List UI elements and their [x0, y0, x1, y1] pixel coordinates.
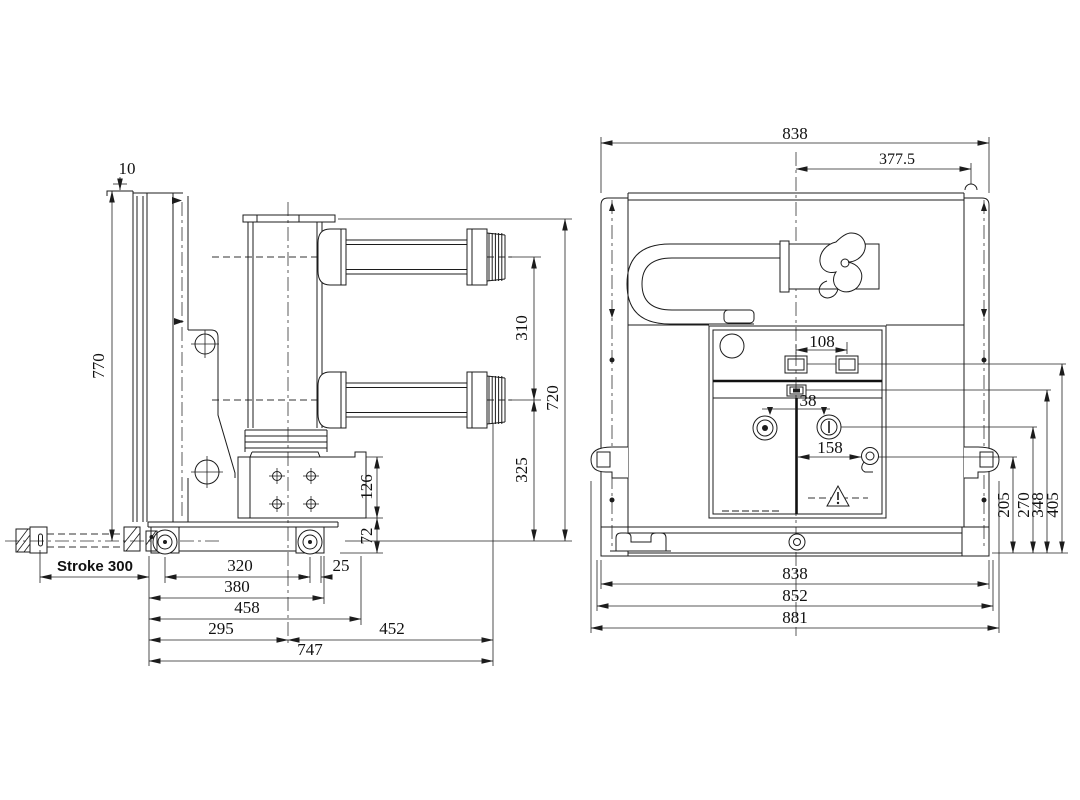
dim-depth-front: 295	[208, 619, 234, 638]
dim-width-top: 838	[782, 124, 808, 143]
door-latch	[861, 447, 879, 473]
rail-latch	[964, 446, 1000, 479]
drive-rod	[15, 526, 158, 554]
side-dimensions: 10 770 310 325 720 126 72	[39, 159, 572, 666]
dim-height-205: 205	[994, 492, 1013, 518]
lifting-hook	[818, 232, 866, 299]
left-rail	[590, 197, 628, 556]
wheel	[297, 529, 323, 555]
dim-depth-total: 747	[297, 640, 323, 659]
dim-height-270: 270	[1014, 492, 1033, 518]
pole-insulator	[242, 214, 336, 458]
reference-boss	[964, 183, 978, 191]
dim-plate-offset: 10	[119, 159, 136, 178]
support-bracket	[188, 329, 236, 478]
dim-box-height: 126	[357, 474, 376, 500]
dim-width-frame: 852	[782, 586, 808, 605]
indicator-window	[784, 355, 808, 374]
dim-height-total: 720	[543, 385, 562, 411]
panel-porthole	[719, 333, 745, 359]
dim-center-offset: 38	[800, 391, 817, 410]
dim-width-458: 458	[234, 598, 260, 617]
mounting-hole	[269, 468, 285, 484]
terminal-ribs	[486, 232, 506, 282]
pole-bellows	[244, 429, 328, 458]
dim-terminal-pitch: 310	[512, 315, 531, 341]
right-rail	[964, 197, 1000, 556]
dim-wheel-offset: 25	[333, 556, 350, 575]
datum-mark-icon	[172, 197, 182, 204]
terminal-ribs	[486, 375, 506, 425]
pull-handle	[615, 532, 667, 551]
dim-lower-terminal-height: 325	[512, 457, 531, 483]
mounting-hole	[303, 468, 319, 484]
bracket-hole	[191, 330, 219, 358]
side-view: 10 770 310 325 720 126 72	[5, 159, 572, 666]
dim-height-348: 348	[1028, 492, 1047, 518]
dim-height-405: 405	[1043, 492, 1062, 518]
lower-terminal-bushing	[317, 371, 506, 429]
front-view: 838 377.5 108 38 158	[590, 124, 1068, 636]
carriage	[147, 521, 339, 555]
dim-indicator-pitch: 108	[809, 332, 835, 351]
warning-label	[808, 484, 868, 507]
datum-mark-icon	[174, 318, 184, 325]
wheel	[152, 529, 178, 555]
mechanism-box	[237, 451, 367, 519]
dim-stroke: Stroke 300	[57, 558, 133, 575]
dim-width-half: 377.5	[879, 151, 915, 168]
dim-depth-rear: 452	[379, 619, 405, 638]
dim-frame-height: 770	[89, 353, 108, 379]
bracket-hole	[191, 456, 223, 488]
base-channel	[600, 526, 990, 557]
center-roller	[788, 533, 806, 551]
push-button-close	[816, 414, 842, 440]
dim-width-overall: 881	[782, 608, 808, 627]
mounting-hole	[303, 496, 319, 512]
frame-column	[106, 190, 236, 522]
push-button-open	[752, 415, 778, 441]
dim-latch-offset: 158	[817, 438, 843, 457]
dim-width-bottom: 838	[782, 564, 808, 583]
front-dimensions: 838 377.5 108 38 158	[590, 124, 1068, 633]
indicator-window	[835, 355, 859, 374]
dim-wheel-pitch: 320	[227, 556, 253, 575]
upper-terminal-bushing	[317, 228, 506, 286]
mounting-hole	[269, 496, 285, 512]
dim-base-height: 72	[357, 528, 376, 545]
control-panel	[708, 325, 887, 519]
counter-window	[786, 384, 807, 397]
dim-width-380: 380	[224, 577, 250, 596]
